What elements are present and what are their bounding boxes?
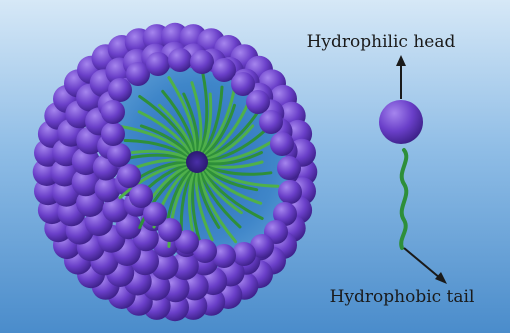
head-sphere xyxy=(246,90,270,114)
head-sphere xyxy=(270,132,294,156)
head-sphere xyxy=(101,100,125,124)
head-sphere xyxy=(168,48,192,72)
head-sphere xyxy=(107,143,131,167)
head-sphere xyxy=(278,180,302,204)
head-sphere xyxy=(117,164,141,188)
head-sphere xyxy=(190,50,214,74)
head-sphere xyxy=(101,122,125,146)
hydrophilic-head xyxy=(379,100,423,144)
head-sphere xyxy=(146,52,170,76)
head-sphere xyxy=(259,110,283,134)
hydrophilic-head-label: Hydrophilic head xyxy=(307,32,456,52)
hydrophobic-tail-label: Hydrophobic tail xyxy=(330,287,475,307)
micelle-center xyxy=(186,151,208,173)
head-sphere xyxy=(108,78,132,102)
head-sphere xyxy=(129,184,153,208)
head-sphere xyxy=(277,156,301,180)
